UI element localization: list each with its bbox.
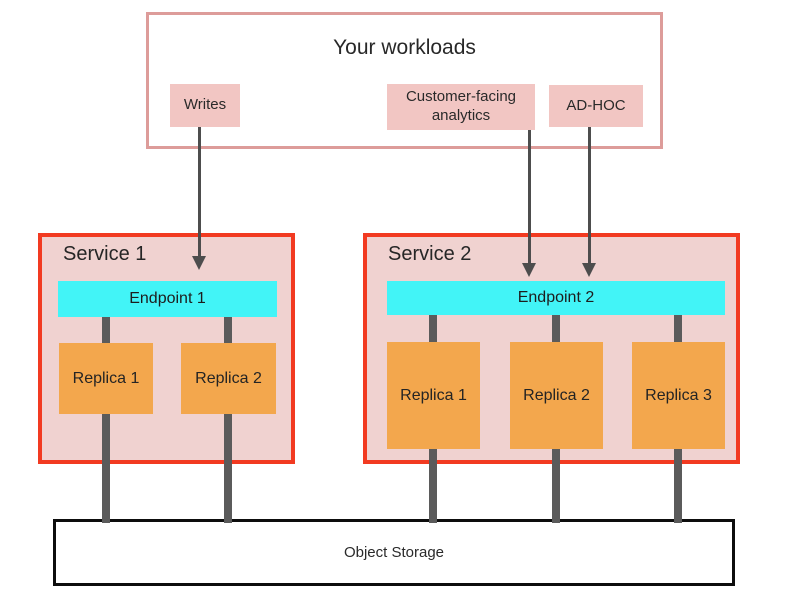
- service-1-replica-1-label: Replica 1: [72, 369, 140, 387]
- service-1-replica-2-label: Replica 2: [195, 369, 262, 387]
- pipe-s1-replica2-storage: [224, 414, 232, 523]
- workloads-title: Your workloads: [333, 36, 476, 59]
- service-2-replica-3-label: Replica 3: [645, 386, 712, 404]
- service-2-title: Service 2: [388, 243, 472, 265]
- service-2-replica-3: Replica 3: [632, 342, 725, 449]
- arrow-adhoc-to-service2-line: [588, 127, 591, 263]
- service-2-endpoint-label: Endpoint 2: [517, 289, 595, 306]
- service-2-replica-2: Replica 2: [510, 342, 603, 449]
- arrow-analytics-to-service2-line: [528, 130, 531, 263]
- pipe-s1-replica1-storage: [102, 414, 110, 523]
- pipe-s2-replica2-storage: [552, 449, 560, 523]
- arrow-writes-to-service1-line: [198, 127, 201, 256]
- object-storage-label: Object Storage: [343, 544, 445, 561]
- service-1-replica-2: Replica 2: [181, 343, 276, 414]
- pipe-s2-endpoint-replica1: [429, 315, 437, 342]
- service-2-replica-1-label: Replica 1: [400, 386, 467, 404]
- object-storage-box: Object Storage: [53, 519, 735, 586]
- pipe-s2-replica1-storage: [429, 449, 437, 523]
- service-2-box: Service 2 Endpoint 2 Replica 1 Replica 2…: [363, 233, 740, 464]
- service-1-title: Service 1: [63, 243, 147, 265]
- service-1-box: Service 1 Endpoint 1 Replica 1 Replica 2: [38, 233, 295, 464]
- workload-chip-writes-label: Writes: [183, 96, 227, 114]
- pipe-s1-endpoint-replica1: [102, 317, 110, 343]
- workload-chip-adhoc-label: AD-HOC: [566, 96, 626, 114]
- arrow-adhoc-to-service2-head: [582, 263, 596, 277]
- pipe-s1-endpoint-replica2: [224, 317, 232, 343]
- service-2-replica-2-label: Replica 2: [523, 386, 590, 404]
- workloads-box: Your workloads Writes Customer-facing an…: [146, 12, 663, 149]
- service-2-replica-1: Replica 1: [387, 342, 480, 449]
- service-1-endpoint: Endpoint 1: [58, 281, 277, 317]
- arrow-analytics-to-service2-head: [522, 263, 536, 277]
- service-1-replica-1: Replica 1: [59, 343, 153, 414]
- workload-chip-analytics: Customer-facing analytics: [387, 84, 535, 130]
- service-1-endpoint-label: Endpoint 1: [129, 290, 206, 307]
- workload-chip-adhoc: AD-HOC: [549, 85, 643, 127]
- arrow-writes-to-service1-head: [192, 256, 206, 270]
- pipe-s2-replica3-storage: [674, 449, 682, 523]
- workload-chip-analytics-label: Customer-facing analytics: [405, 88, 517, 124]
- pipe-s2-endpoint-replica3: [674, 315, 682, 342]
- service-2-endpoint: Endpoint 2: [387, 281, 725, 315]
- workload-chip-writes: Writes: [170, 84, 240, 127]
- pipe-s2-endpoint-replica2: [552, 315, 560, 342]
